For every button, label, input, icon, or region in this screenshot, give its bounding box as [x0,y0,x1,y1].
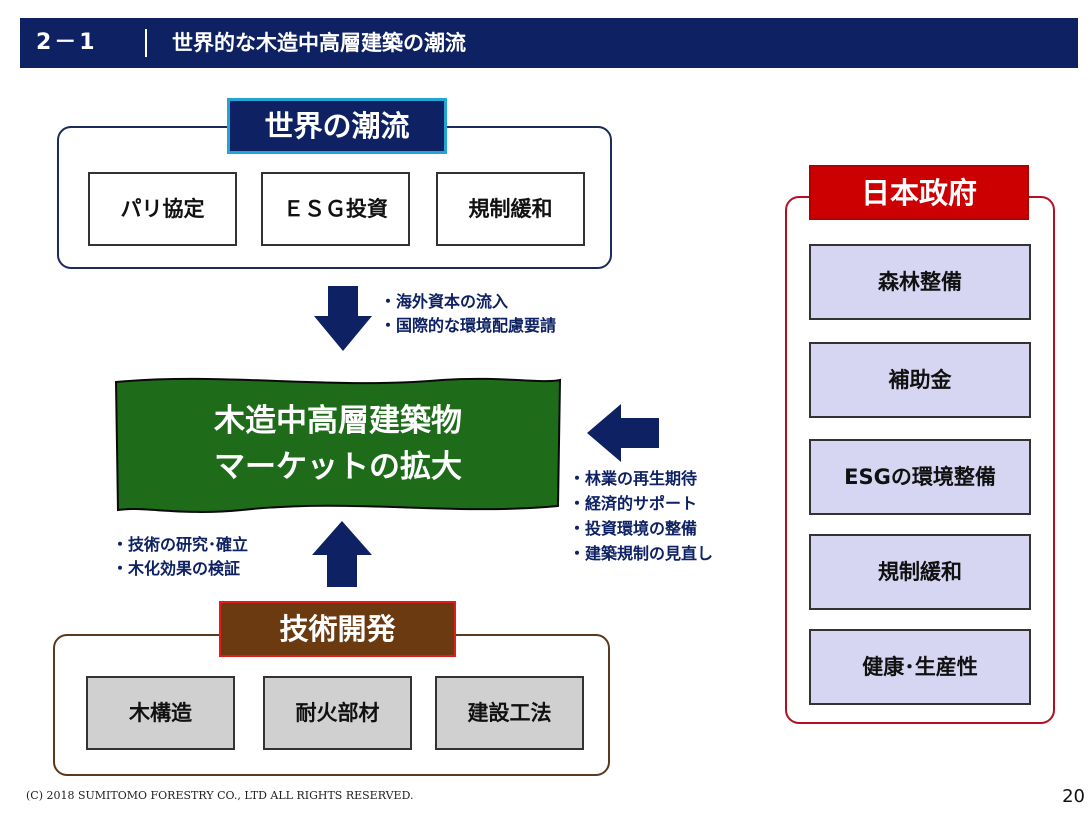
copyright-notice: (C) 2018 SUMITOMO FORESTRY CO., LTD ALL … [26,789,414,802]
banner-line-2: マーケットの拡大 [214,449,462,485]
government-title: 日本政府 [809,165,1029,220]
technology-item: 木構造 [86,676,235,750]
header-bar: 2－1 世界的な木造中高層建築の潮流 [20,18,1078,68]
list-item: 技術の研究･確立 [112,533,248,557]
government-item: 森林整備 [809,244,1031,320]
left-arrow-icon [587,404,659,462]
section-number: 2－1 [36,30,98,55]
world-trend-item: ＥＳＧ投資 [261,172,410,246]
technology-item: 建設工法 [435,676,584,750]
world-trend-item: パリ協定 [88,172,237,246]
header-divider [145,29,147,57]
market-expansion-text: 木造中高層建築物 マーケットの拡大 [112,398,564,490]
technology-effects-list: 技術の研究･確立 木化効果の検証 [112,533,248,581]
list-item: 建築規制の見直し [569,541,713,566]
list-item: 経済的サポート [569,491,713,516]
world-trend-item: 規制緩和 [436,172,585,246]
world-effects-list: 海外資本の流入 国際的な環境配慮要請 [380,290,556,338]
page-number: 20 [1062,786,1085,807]
government-effects-list: 林業の再生期待 経済的サポート 投資環境の整備 建築規制の見直し [569,466,713,566]
banner-line-1: 木造中高層建築物 [214,403,462,439]
list-item: 林業の再生期待 [569,466,713,491]
list-item: 投資環境の整備 [569,516,713,541]
up-arrow-icon [312,521,372,587]
technology-title: 技術開発 [219,601,456,657]
market-expansion-banner [114,377,562,513]
government-item: 健康･生産性 [809,629,1031,705]
government-item: 規制緩和 [809,534,1031,610]
government-item: 補助金 [809,342,1031,418]
down-arrow-icon [314,286,372,351]
technology-item: 耐火部材 [263,676,412,750]
list-item: 海外資本の流入 [380,290,556,314]
world-trends-title: 世界の潮流 [227,98,447,154]
government-item: ESGの環境整備 [809,439,1031,515]
page-title: 世界的な木造中高層建築の潮流 [172,31,466,55]
list-item: 国際的な環境配慮要請 [380,314,556,338]
list-item: 木化効果の検証 [112,557,248,581]
